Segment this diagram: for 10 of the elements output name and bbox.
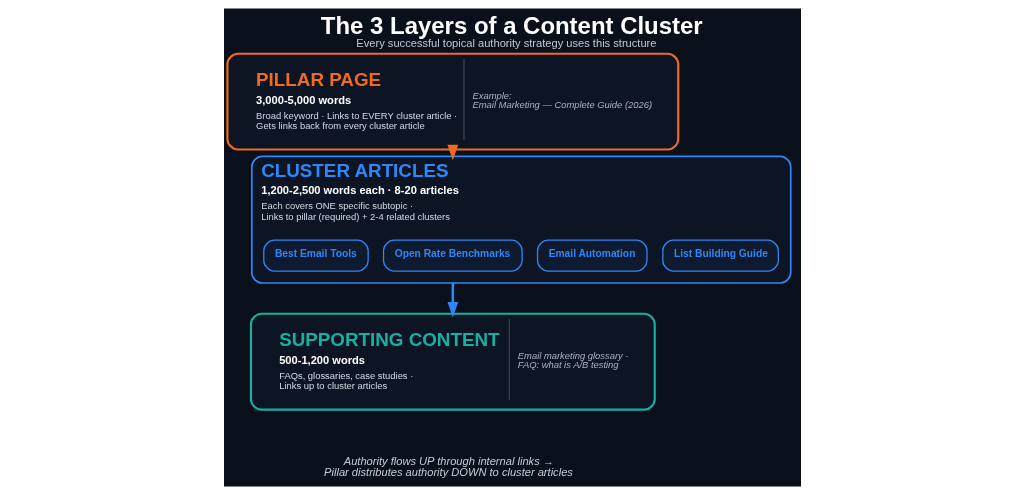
arrow [446,144,458,161]
caption: Every successful topical authority strategy uses this structure [355,37,656,50]
node-box: SUPPORTING CONTENT 500-1,200 words FAQs, glossaries, case studies · Links up to cluster articles Email marketing glossary · FAQ: what is A/B testing [249,312,656,411]
arrow [446,283,458,318]
node-box: Email Automation [536,239,648,272]
node-box: Best Email Tools [262,239,369,272]
node-box: List Building Guide [661,239,779,272]
node-box: Open Rate Benchmarks [382,239,523,272]
label: Authority flows UP through internal links → Pillar distributes authority DOWN to cluster articles [323,454,573,478]
diagram-title: The 3 Layers of a Content Cluster [320,11,703,39]
